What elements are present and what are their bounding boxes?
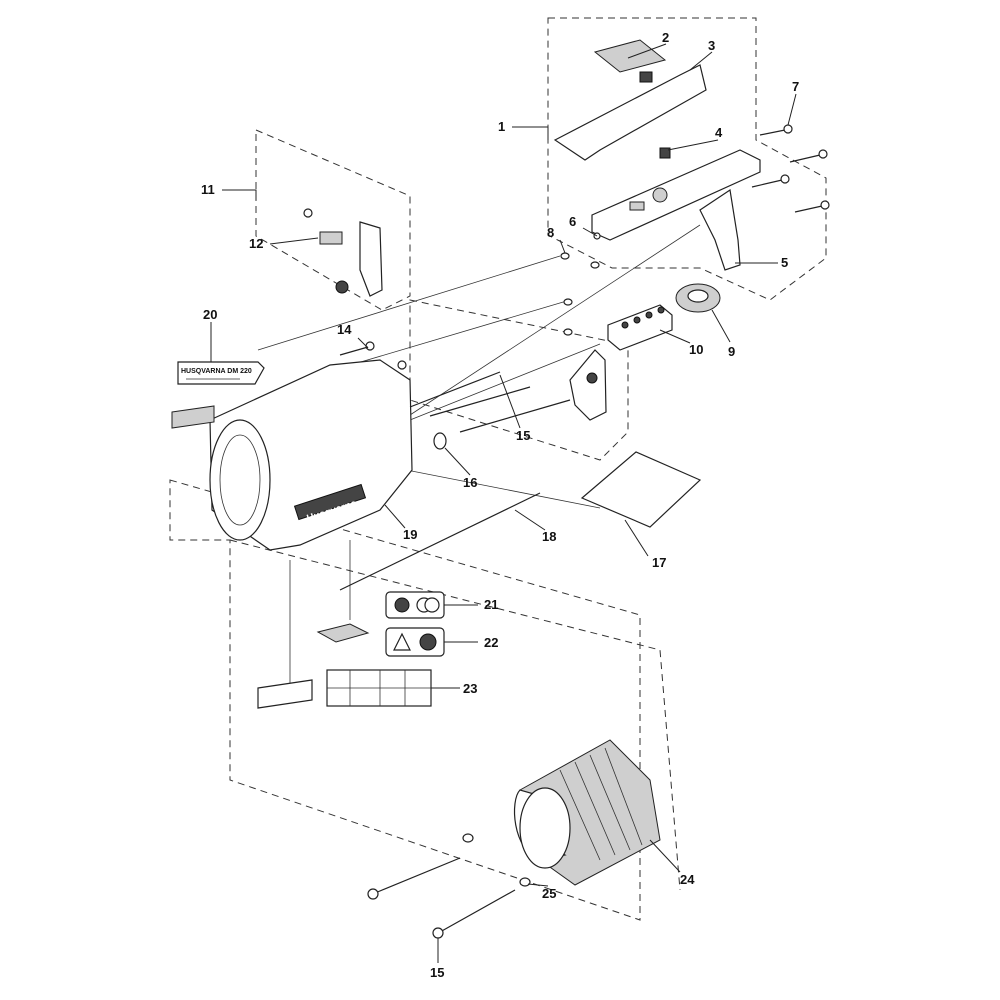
callout-1: 1	[498, 119, 505, 134]
spacer-16	[433, 432, 447, 450]
callout-17: 17	[652, 555, 666, 570]
rod-18	[339, 492, 541, 591]
brush-holder-12	[303, 208, 383, 297]
stator-screws	[367, 833, 531, 939]
decal-small	[171, 405, 215, 429]
control-board	[591, 149, 761, 271]
terminal-block	[607, 304, 673, 351]
callout-19: 19	[403, 527, 417, 542]
decal-21	[385, 591, 445, 619]
callout-3: 3	[708, 38, 715, 53]
decal-20: HUSQVARNA DM 220	[177, 361, 265, 385]
callout-20: 20	[203, 307, 217, 322]
callout-25: 25	[542, 886, 556, 901]
decal-blank-2	[257, 679, 313, 709]
group-box-1	[547, 17, 827, 301]
screws-7	[751, 124, 830, 213]
callout-14: 14	[337, 322, 352, 337]
washers	[560, 232, 601, 336]
callout-24: 24	[680, 872, 695, 887]
callout-22: 22	[484, 635, 498, 650]
callout-5: 5	[781, 255, 788, 270]
decal-23	[326, 669, 432, 707]
group-box-motor	[169, 479, 641, 921]
callout-23: 23	[463, 681, 477, 696]
callout-8: 8	[547, 225, 554, 240]
callout-leaders	[210, 43, 797, 963]
decal-22	[385, 627, 445, 657]
ring-hole	[687, 289, 709, 303]
callout-7: 7	[792, 79, 799, 94]
callout-10: 10	[689, 342, 703, 357]
callout-15: 15	[516, 428, 530, 443]
callout-4: 4	[715, 125, 723, 140]
group-box-11	[255, 129, 411, 311]
callout-2: 2	[662, 30, 669, 45]
brush-holder-lower	[569, 349, 607, 421]
group-box-motor-2	[229, 539, 681, 891]
callout-11: 11	[201, 182, 215, 197]
callout-21: 21	[484, 597, 498, 612]
callout-9: 9	[728, 344, 735, 359]
callout-15-bottom: 15	[430, 965, 444, 980]
insulation-sheet	[580, 451, 702, 528]
stator	[514, 739, 661, 886]
callout-6: 6	[569, 214, 576, 229]
motor-housing: Husqvarna	[209, 359, 413, 551]
callout-12: 12	[249, 236, 263, 251]
callout-18: 18	[542, 529, 556, 544]
decal-20-text: HUSQVARNA DM 220	[181, 368, 252, 375]
callout-16: 16	[463, 475, 477, 490]
decal-blank-1	[316, 623, 370, 643]
switch-cover	[553, 39, 707, 161]
callout-numbers: 1 2 3 4 5 6 7 8 9 10 11 12 14 15 15 16 1…	[201, 30, 799, 980]
